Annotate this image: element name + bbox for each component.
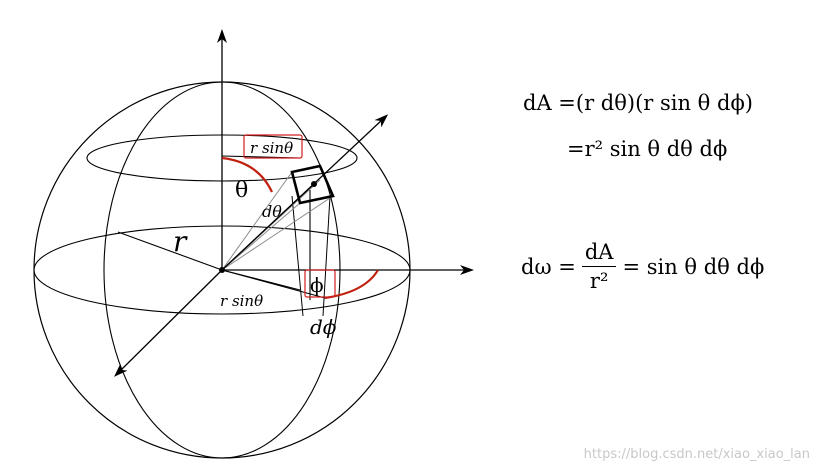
equation-domega-fraction: dA r² xyxy=(581,240,617,293)
label-theta: θ xyxy=(235,178,248,203)
ray-2 xyxy=(221,202,301,271)
equation-dA-lhs: dA xyxy=(523,91,552,115)
label-r: r xyxy=(173,225,188,258)
r-sin-theta-top-box xyxy=(243,134,303,159)
origin-dot xyxy=(219,267,225,273)
label-r-sin-theta-bottom: r sinθ xyxy=(220,292,263,310)
theta-arc xyxy=(221,156,273,193)
equation-domega-lhs: dω = xyxy=(521,254,576,279)
ray-3 xyxy=(221,195,334,271)
y-axis xyxy=(114,269,223,377)
label-d-theta: dθ xyxy=(262,202,282,221)
ray-1 xyxy=(221,171,293,271)
label-d-phi: dϕ xyxy=(310,315,337,339)
surface-patch xyxy=(290,164,335,205)
fraction-denominator: r² xyxy=(589,269,609,293)
equation-domega-rhs: = sin θ dθ dϕ xyxy=(622,254,765,279)
equation-dA-line1: dA =(r dθ)(r sin θ dϕ) xyxy=(523,91,753,115)
equation-dA-line2-text: =r² sin θ dθ dϕ xyxy=(567,137,728,161)
equation-dA-rhs: =(r dθ)(r sin θ dϕ) xyxy=(558,91,753,115)
equation-dA-line2: =r² sin θ dθ dϕ xyxy=(567,137,727,161)
label-r-sin-theta-top: r sinθ xyxy=(250,139,293,157)
equation-domega: dω = dA r² = sin θ dθ dϕ xyxy=(521,240,764,293)
radius-line xyxy=(117,231,223,271)
r-sin-theta-bottom-line-2 xyxy=(221,269,326,299)
label-phi: ϕ xyxy=(310,273,324,297)
watermark: https://blog.csdn.net/xiao_xiao_lan xyxy=(583,447,810,462)
fraction-numerator: dA xyxy=(581,240,617,267)
phi-arc xyxy=(324,269,379,300)
strip-line-right xyxy=(322,195,331,317)
phi-box xyxy=(304,269,336,298)
strip-line-left xyxy=(291,195,304,317)
patch-center-dot xyxy=(311,181,317,187)
